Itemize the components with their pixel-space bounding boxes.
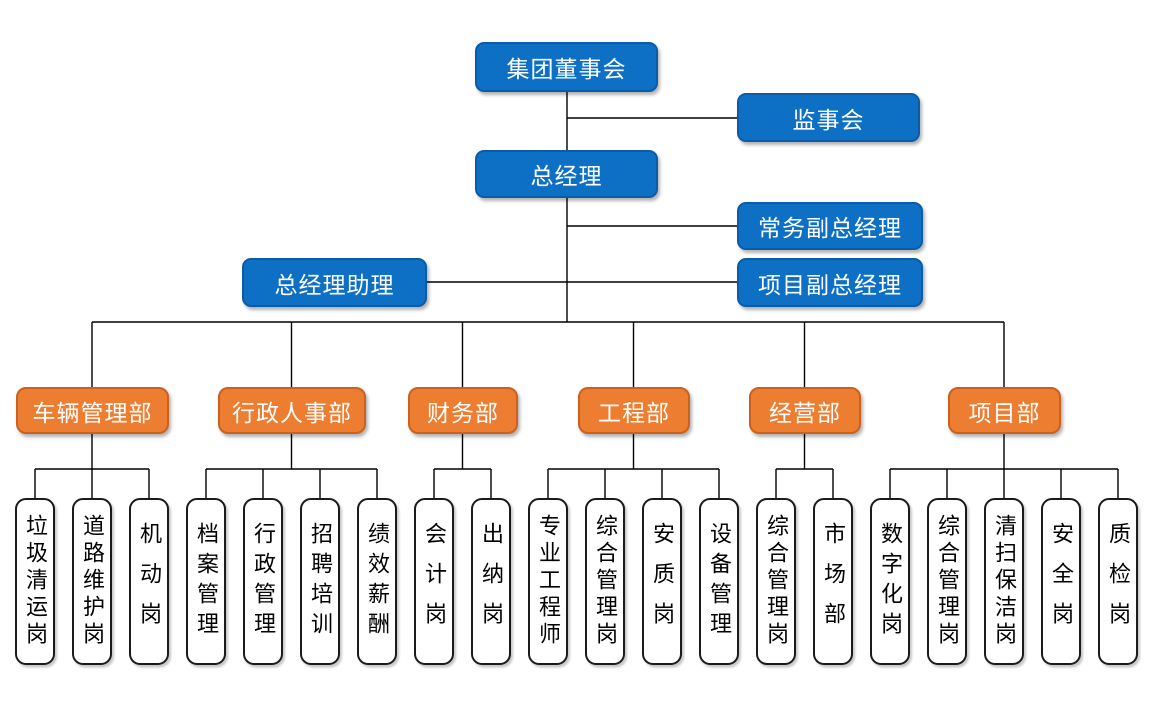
node-dept-label: 项目部: [968, 399, 1041, 426]
node-gm-assistant: 总经理助理: [242, 258, 427, 307]
node-position: 档案管理: [186, 498, 226, 665]
node-position: 综合管理岗: [585, 498, 625, 665]
node-position-label: 安全岗: [1049, 521, 1074, 642]
node-supervisory-board-label: 监事会: [792, 106, 865, 133]
node-dept-vehicle-management: 车辆管理部: [16, 387, 169, 434]
node-position: 市场部: [813, 498, 853, 665]
node-dept-label: 行政人事部: [232, 399, 352, 426]
node-position-label: 数字化岗: [878, 521, 903, 642]
node-position-label: 机动岗: [137, 521, 162, 642]
node-position-label: 设备管理: [707, 521, 732, 642]
node-position-label: 档案管理: [194, 521, 219, 642]
node-position-label: 道路维护岗: [80, 514, 105, 649]
node-position-label: 安质岗: [650, 521, 675, 642]
node-position: 安全岗: [1041, 498, 1081, 665]
node-position-label: 清扫保洁岗: [992, 514, 1017, 649]
node-position-label: 质检岗: [1106, 521, 1131, 642]
node-position-label: 综合管理岗: [764, 514, 789, 649]
node-dept-label: 财务部: [427, 399, 499, 426]
node-position: 数字化岗: [870, 498, 910, 665]
node-dept-engineering: 工程部: [578, 387, 690, 434]
node-position: 清扫保洁岗: [984, 498, 1024, 665]
node-position-label: 综合管理岗: [593, 514, 618, 649]
node-general-manager-label: 总经理: [530, 163, 603, 189]
node-position: 道路维护岗: [72, 498, 112, 665]
node-position: 综合管理岗: [756, 498, 796, 665]
node-position: 质检岗: [1098, 498, 1138, 665]
node-position-label: 绩效薪酬: [365, 521, 390, 642]
node-position-label: 招聘培训: [308, 521, 333, 642]
node-project-deputy-gm: 项目副总经理: [737, 258, 923, 307]
node-position-label: 会计岗: [422, 521, 447, 642]
node-dept-label: 工程部: [598, 399, 670, 426]
node-dept-label: 车辆管理部: [32, 399, 153, 426]
node-position: 行政管理: [243, 498, 283, 665]
node-gm-assistant-label: 总经理助理: [274, 271, 395, 298]
node-position: 会计岗: [414, 498, 454, 665]
node-dept-finance: 财务部: [408, 387, 518, 434]
node-group-board-label: 集团董事会: [506, 56, 627, 82]
node-dept-admin-hr: 行政人事部: [218, 387, 366, 434]
node-supervisory-board: 监事会: [737, 93, 920, 142]
node-position: 招聘培训: [300, 498, 340, 665]
node-project-deputy-gm-label: 项目副总经理: [758, 271, 902, 298]
node-position-label: 综合管理岗: [935, 514, 960, 649]
node-position-label: 行政管理: [251, 521, 276, 642]
node-executive-deputy-gm: 常务副总经理: [737, 202, 923, 250]
node-position: 机动岗: [129, 498, 169, 665]
node-dept-label: 经营部: [769, 399, 841, 426]
node-position-label: 垃圾清运岗: [23, 514, 48, 649]
node-general-manager: 总经理: [475, 150, 658, 198]
node-executive-deputy-gm-label: 常务副总经理: [758, 215, 902, 241]
node-position: 专业工程师: [528, 498, 568, 665]
node-position: 安质岗: [642, 498, 682, 665]
node-dept-project: 项目部: [948, 387, 1061, 434]
node-position: 综合管理岗: [927, 498, 967, 665]
node-position: 绩效薪酬: [357, 498, 397, 665]
node-position: 出纳岗: [471, 498, 511, 665]
node-position-label: 市场部: [821, 521, 846, 642]
node-dept-operations: 经营部: [749, 387, 861, 434]
node-position-label: 出纳岗: [479, 521, 504, 642]
node-group-board: 集团董事会: [475, 42, 658, 92]
node-position: 垃圾清运岗: [15, 498, 55, 665]
node-position: 设备管理: [699, 498, 739, 665]
node-position-label: 专业工程师: [536, 514, 561, 649]
